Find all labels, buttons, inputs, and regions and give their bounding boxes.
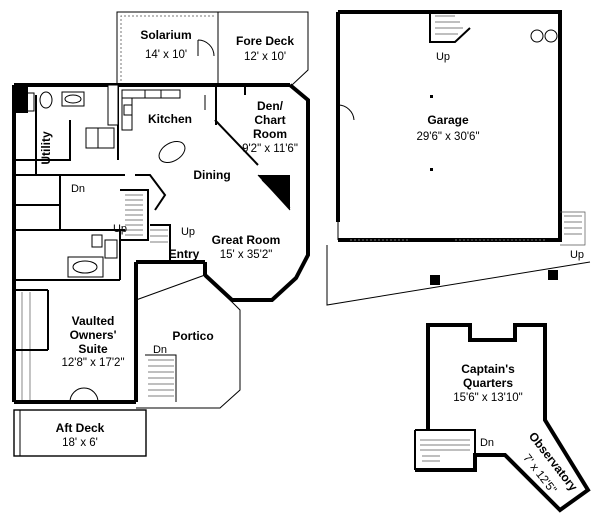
fore-deck-size: 12' x 10' (244, 51, 286, 63)
portico-name: Portico (172, 329, 213, 343)
aft-deck-name: Aft Deck (56, 421, 105, 435)
aft-deck-size: 18' x 6' (62, 437, 98, 449)
garage-name: Garage (427, 113, 469, 127)
stair-up-garage-top: Up (436, 51, 450, 63)
solarium-size: 14' x 10' (145, 49, 187, 61)
den-name-line1: Den/ (257, 99, 284, 113)
dining-name: Dining (193, 168, 230, 182)
kitchen-name: Kitchen (148, 112, 192, 126)
portico-outline (135, 274, 241, 409)
captains-quarters-line2: Quarters (463, 376, 513, 390)
fore-deck-outline (218, 11, 309, 86)
stair-dn-portico: Dn (153, 344, 167, 356)
stair-up-main: Up (113, 223, 127, 235)
den-size: 9'2" x 11'6" (242, 143, 298, 155)
kitchen-fixtures (121, 89, 206, 163)
owners-suite-line3: Suite (78, 342, 108, 356)
owners-suite-line1: Vaulted (72, 314, 115, 328)
stair-dn-captain: Dn (480, 437, 494, 449)
owners-suite-line2: Owners' (70, 328, 117, 342)
captains-quarters-line1: Captain's (461, 362, 515, 376)
fore-deck-name: Fore Deck (236, 34, 294, 48)
great-room-size: 15' x 35'2" (220, 249, 273, 261)
stair-up-garage-right: Up (570, 249, 584, 261)
garage-outline (326, 10, 591, 306)
captains-quarters-outline (414, 323, 591, 513)
central-stairs (120, 174, 171, 262)
stair-dn-utility: Dn (71, 183, 85, 195)
entry-name: Entry (169, 247, 200, 261)
aft-doors (69, 387, 99, 403)
den-name-line2: Chart (254, 113, 285, 127)
captains-quarters-size: 15'6" x 13'10" (453, 392, 522, 404)
stair-up-entry: Up (181, 226, 195, 238)
service-area (14, 84, 125, 400)
aft-deck-outline (13, 409, 147, 457)
owners-suite-size: 12'8" x 17'2" (61, 357, 124, 369)
utility-name: Utility (39, 131, 53, 165)
great-room-name: Great Room (212, 233, 281, 247)
garage-size: 29'6" x 30'6" (416, 131, 479, 143)
solarium-name: Solarium (140, 28, 191, 42)
den-name-line3: Room (253, 127, 287, 141)
